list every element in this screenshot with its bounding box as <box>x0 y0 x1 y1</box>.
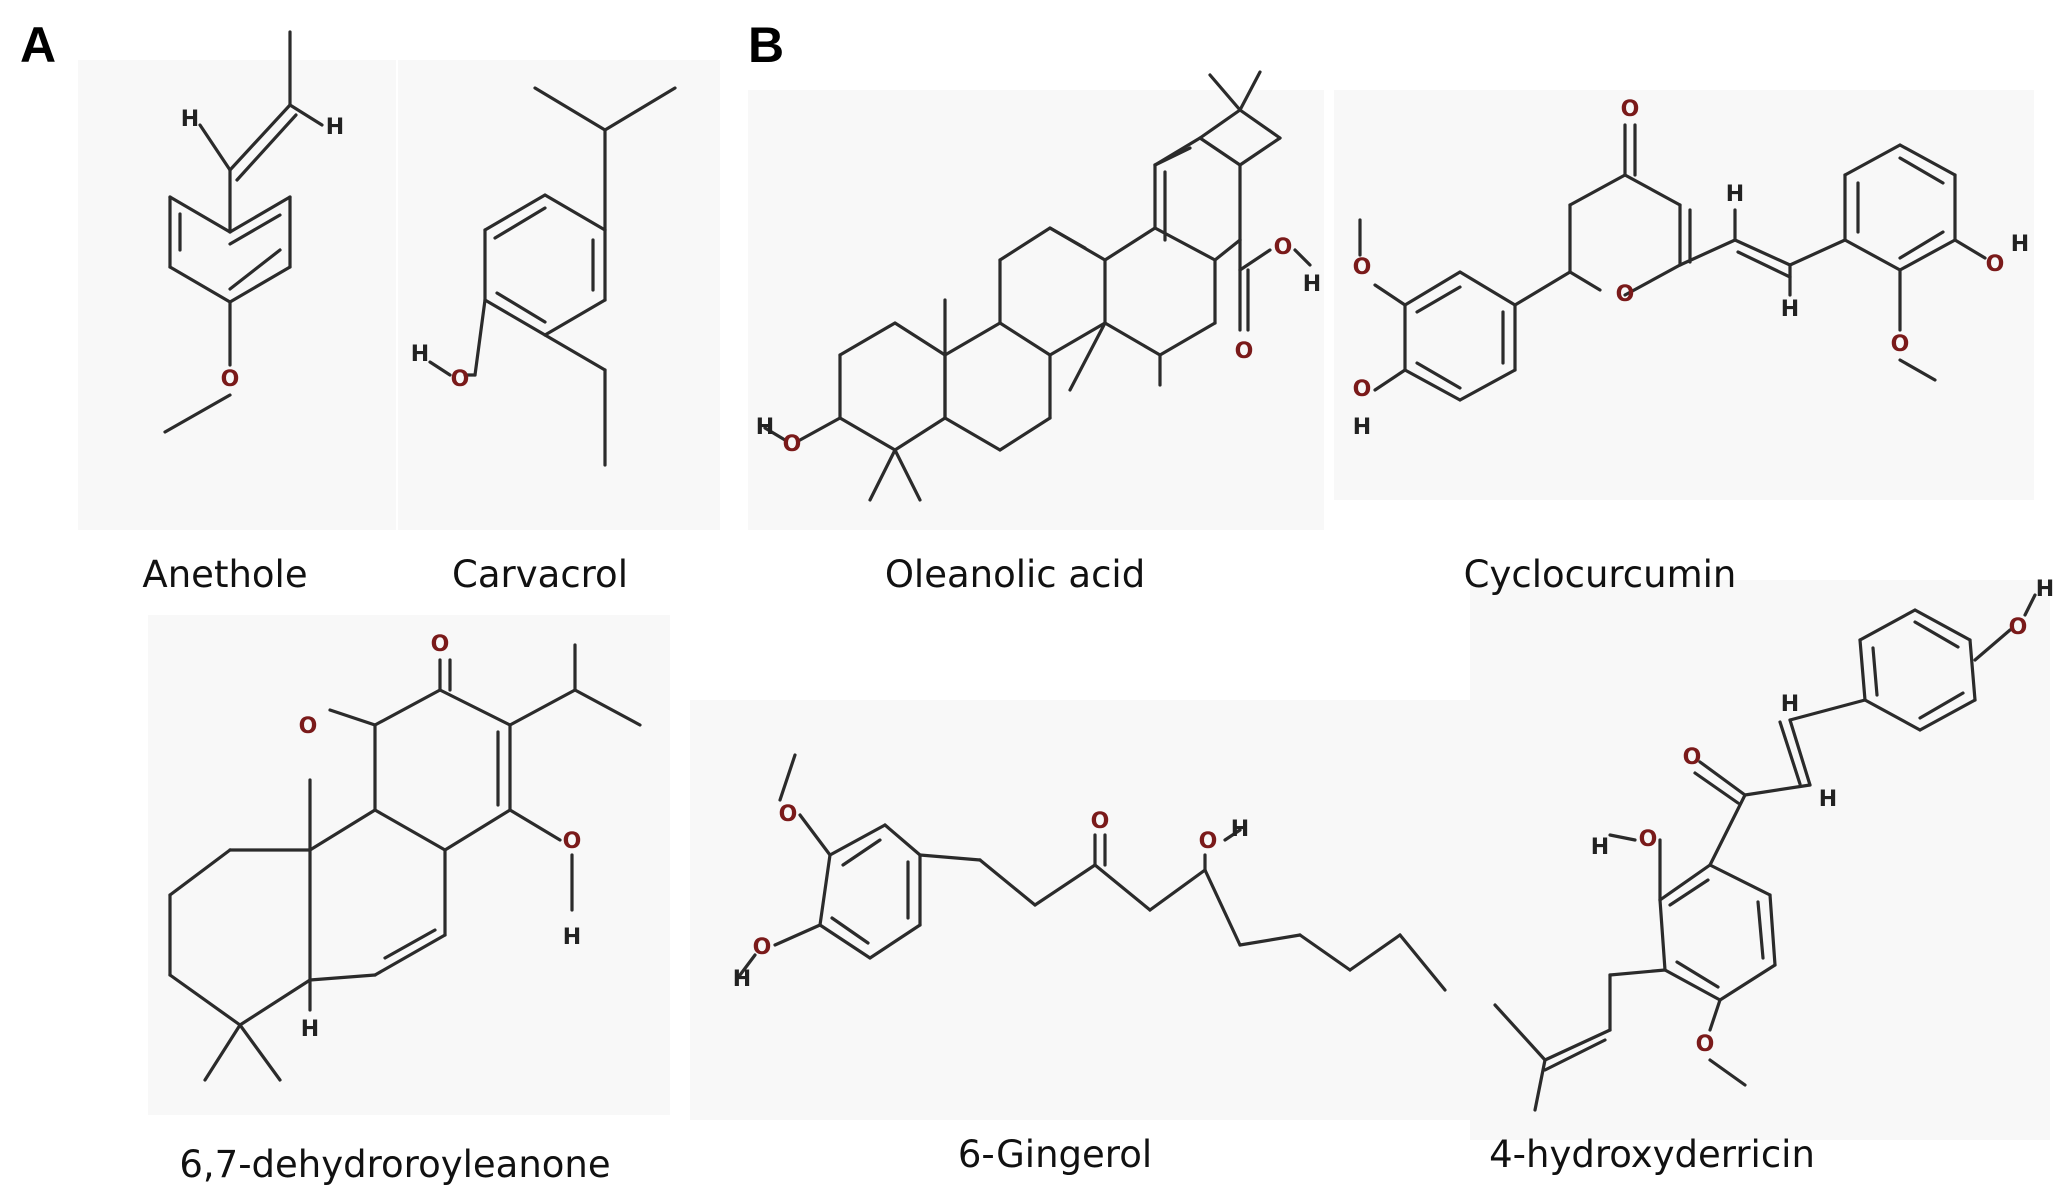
caption-carvacrol: Carvacrol <box>452 553 628 596</box>
atom-o: O <box>1235 339 1254 364</box>
atom-h: H <box>563 925 581 950</box>
atom-o: O <box>1616 282 1635 307</box>
atom-o: O <box>1091 809 1110 834</box>
atom-o: O <box>1274 235 1293 260</box>
caption-oleanolic-acid: Oleanolic acid <box>884 553 1146 596</box>
atom-o: O <box>221 367 240 392</box>
atom-h: H <box>1781 297 1799 322</box>
structure-cyclocurcumin: O O O O H H H O H O <box>1353 97 2030 440</box>
atom-o: O <box>1621 97 1640 122</box>
panel-bg-derricin <box>1470 580 2050 1140</box>
atom-h: H <box>301 1017 319 1042</box>
atom-h: H <box>2036 577 2054 602</box>
atom-h: H <box>1353 415 1371 440</box>
panel-bg-oleanolic <box>748 90 1324 530</box>
atom-h: H <box>2011 232 2029 257</box>
structure-carvacrol: H O <box>411 86 677 467</box>
atom-h: H <box>1231 817 1249 842</box>
caption-6-7-dehydroroyleanone: 6,7-dehydroroyleanone <box>179 1143 611 1186</box>
atom-h: H <box>1781 692 1799 717</box>
atom-o: O <box>1353 255 1372 280</box>
caption-4-hydroxyderricin: 4-hydroxyderricin <box>1489 1133 1815 1176</box>
structure-anethole: H H O <box>163 30 344 434</box>
atom-o: O <box>753 935 772 960</box>
panel-label-b: B <box>748 17 785 73</box>
atom-o: O <box>1683 745 1702 770</box>
caption-anethole: Anethole <box>142 553 308 596</box>
atom-o: O <box>2009 615 2028 640</box>
atom-o: O <box>1891 332 1910 357</box>
atom-o: O <box>299 714 318 739</box>
atom-o: O <box>1696 1032 1715 1057</box>
atom-h: H <box>1726 182 1744 207</box>
structure-derricin: O H H O H O O H <box>1493 577 2054 1112</box>
atom-h: H <box>411 342 429 367</box>
atom-o: O <box>1353 377 1372 402</box>
atom-o: O <box>1986 252 2005 277</box>
panel-bg-carvacrol <box>398 60 720 530</box>
structure-gingerol: O O H O O H <box>733 753 1447 992</box>
panel-bg-cyclocurcumin <box>1334 90 2034 500</box>
atom-o: O <box>563 829 582 854</box>
caption-cyclocurcumin: Cyclocurcumin <box>1463 553 1737 596</box>
atom-o: O <box>783 432 802 457</box>
atom-h: H <box>1591 835 1609 860</box>
panel-bg-anethole <box>78 60 396 530</box>
atom-o: O <box>431 632 450 657</box>
structure-royleanone: O O O H H <box>168 632 642 1082</box>
atom-h: H <box>326 115 344 140</box>
panel-label-a: A <box>20 17 57 73</box>
structure-oleanolic: H O O H O <box>756 70 1321 502</box>
atom-o: O <box>451 367 470 392</box>
atom-h: H <box>181 107 199 132</box>
atom-o: O <box>779 802 798 827</box>
atom-o: O <box>1639 827 1658 852</box>
atom-h: H <box>756 415 774 440</box>
atom-h: H <box>1819 787 1837 812</box>
atom-h: H <box>1303 272 1321 297</box>
atom-h: H <box>733 967 751 992</box>
panel-bg-gingerol <box>690 700 1470 1120</box>
atom-o: O <box>1199 829 1218 854</box>
caption-6-gingerol: 6-Gingerol <box>957 1133 1153 1176</box>
